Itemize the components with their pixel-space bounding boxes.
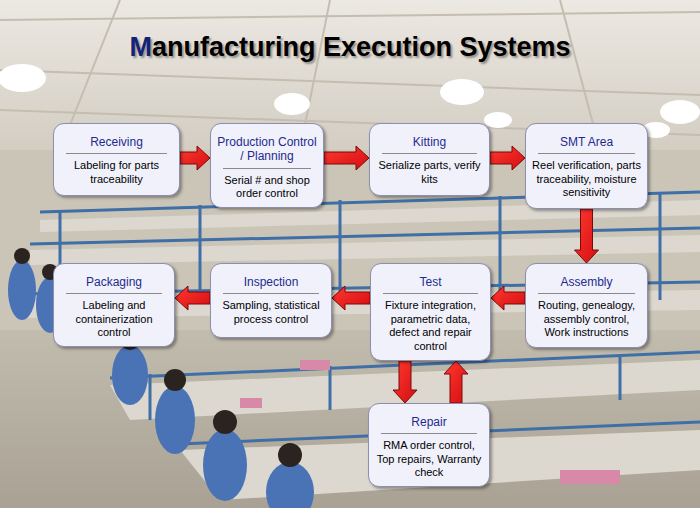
box-description: Serial # and shop order control	[217, 174, 317, 201]
photo-detail	[329, 366, 332, 410]
bench-frames	[20, 192, 700, 444]
process-box: InspectionSampling, statistical process …	[210, 263, 332, 338]
photo-detail	[278, 443, 302, 467]
photo-detail	[0, 64, 46, 92]
box-heading: Receiving	[60, 135, 173, 149]
photo-detail	[440, 79, 484, 105]
flow-arrow	[332, 286, 370, 310]
photo-detail	[560, 470, 620, 484]
flow-arrow	[490, 146, 525, 170]
box-description: Fixture integration, parametric data, de…	[377, 299, 484, 353]
box-heading: Packaging	[60, 275, 168, 289]
photo-detail	[659, 193, 662, 300]
photo-detail	[164, 369, 186, 391]
photo-detail	[30, 235, 700, 265]
photo-detail	[213, 410, 237, 434]
box-heading: Test	[377, 275, 484, 289]
diagram-title: Manufacturing Execution Systems	[0, 32, 700, 63]
box-heading: Inspection	[217, 275, 325, 289]
process-box: AssemblyRouting, genealogy, assembly con…	[525, 263, 648, 348]
process-box: RepairRMA order control, Top repairs, Wa…	[368, 403, 490, 487]
photo-detail	[484, 112, 512, 128]
floor	[0, 330, 700, 508]
box-heading: Repair	[375, 415, 483, 429]
box-heading: Assembly	[532, 275, 641, 289]
box-description: Routing, genealogy, assembly control, Wo…	[532, 299, 641, 339]
process-box: PackagingLabeling and containerization c…	[53, 263, 175, 347]
separator-line	[538, 293, 635, 294]
flow-arrow	[444, 361, 468, 403]
separator-line	[383, 293, 478, 294]
separator-line	[381, 433, 477, 434]
workbenches	[20, 200, 700, 500]
photo-detail	[199, 205, 202, 300]
separator-line	[66, 293, 162, 294]
photo-detail	[0, 70, 700, 95]
box-description: Labeling and containerization control	[60, 299, 168, 339]
flow-arrow	[393, 361, 417, 403]
flow-arrow	[491, 286, 525, 310]
separator-line	[223, 293, 319, 294]
box-description: Labeling for parts traceability	[60, 159, 173, 186]
box-heading: Kitting	[376, 135, 483, 149]
flow-arrow	[175, 286, 210, 310]
separator-line	[66, 153, 167, 154]
separator-line	[382, 153, 477, 154]
process-box: ReceivingLabeling for parts traceability	[53, 123, 180, 196]
photo-detail	[660, 100, 700, 124]
photo-detail	[339, 200, 342, 300]
separator-line	[538, 153, 635, 154]
box-description: RMA order control, Top repairs, Warranty…	[375, 439, 483, 479]
photo-detail	[8, 260, 36, 320]
photo-detail	[203, 429, 247, 501]
box-heading: Production Control / Planning	[217, 135, 317, 164]
photo-detail	[499, 196, 502, 300]
photo-detail	[14, 248, 30, 264]
process-box: TestFixture integration, parametric data…	[370, 263, 491, 361]
photo-detail	[300, 360, 330, 370]
process-box: KittingSerialize parts, verify kits	[369, 123, 490, 196]
box-description: Sampling, statistical process control	[217, 299, 325, 326]
flow-arrow	[324, 146, 369, 170]
photo-detail	[149, 374, 152, 420]
flow-arrow	[575, 209, 599, 263]
flow-arrow	[180, 146, 210, 170]
photo-detail	[0, 12, 700, 20]
photo-detail	[155, 386, 195, 454]
process-box: SMT AreaReel verification, parts traceab…	[525, 123, 648, 209]
photo-detail	[266, 462, 314, 508]
photo-detail	[619, 356, 622, 400]
box-heading: SMT Area	[532, 135, 641, 149]
separator-line	[223, 168, 311, 169]
process-box: Production Control / PlanningSerial # an…	[210, 123, 324, 208]
photo-detail	[112, 345, 148, 405]
photo-detail	[274, 93, 310, 115]
box-description: Serialize parts, verify kits	[376, 159, 483, 186]
photo-detail	[240, 398, 262, 408]
photo-detail	[30, 228, 700, 244]
box-description: Reel verification, parts traceability, m…	[532, 159, 641, 199]
